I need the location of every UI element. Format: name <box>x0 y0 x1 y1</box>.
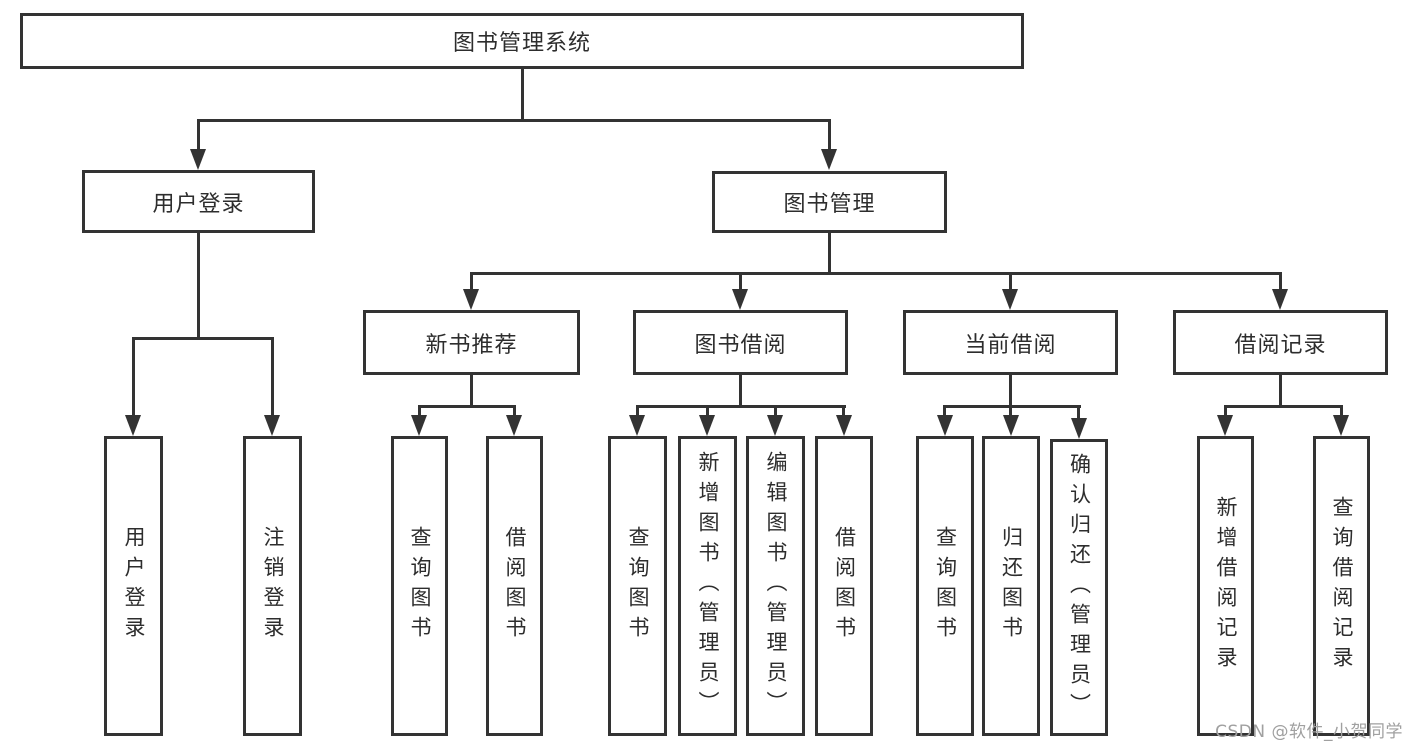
arrow-down-icon <box>629 415 645 436</box>
node-edit-book-admin: 编辑图书（管理员） <box>746 436 805 736</box>
node-query-borrow-record: 查询借阅记录 <box>1313 436 1370 736</box>
node-current-borrow: 当前借阅 <box>903 310 1118 375</box>
node-logout: 注销登录 <box>243 436 302 736</box>
connector-stem <box>1279 272 1282 291</box>
connector-stem <box>1009 405 1012 417</box>
arrow-down-icon <box>767 415 783 436</box>
connector-recommend-trunk <box>470 375 473 407</box>
connector-stem <box>1077 405 1080 420</box>
node-add-book-admin: 新增图书（管理员） <box>678 436 737 736</box>
connector-stem <box>513 405 516 417</box>
node-current-query-book: 查询图书 <box>916 436 974 736</box>
node-new-book-recommend: 新书推荐 <box>363 310 580 375</box>
connector-stem <box>774 405 777 417</box>
node-add-borrow-record: 新增借阅记录 <box>1197 436 1254 736</box>
connector-stem <box>706 405 709 417</box>
connector-level2-bar <box>470 272 1282 275</box>
connector-stem <box>197 119 200 151</box>
node-confirm-return-admin: 确认归还（管理员） <box>1050 439 1108 736</box>
arrow-down-icon <box>699 415 715 436</box>
connector-book-borrow-trunk <box>739 375 742 407</box>
arrow-down-icon <box>411 415 427 436</box>
arrow-down-icon <box>506 415 522 436</box>
node-book-management: 图书管理 <box>712 171 947 233</box>
connector-level1-bar <box>197 119 831 122</box>
watermark-text: CSDN @软件_小贺同学 <box>1215 722 1403 742</box>
arrow-down-icon <box>463 289 479 310</box>
connector-current-borrow-bar <box>943 405 1081 408</box>
arrow-down-icon <box>1002 289 1018 310</box>
arrow-down-icon <box>1272 289 1288 310</box>
arrow-down-icon <box>190 149 206 170</box>
connector-root-trunk <box>521 69 524 121</box>
arrow-down-icon <box>264 415 280 436</box>
connector-stem <box>828 119 831 151</box>
arrow-down-icon <box>1071 418 1087 439</box>
connector-stem <box>636 405 639 417</box>
arrow-down-icon <box>821 149 837 170</box>
connector-current-borrow-trunk <box>1009 375 1012 407</box>
connector-borrow-record-bar <box>1224 405 1343 408</box>
arrow-down-icon <box>836 415 852 436</box>
node-user-login: 用户登录 <box>104 436 163 736</box>
node-recommend-borrow-book: 借阅图书 <box>486 436 543 736</box>
connector-stem <box>739 272 742 291</box>
node-borrow-record: 借阅记录 <box>1173 310 1388 375</box>
connector-stem <box>842 405 845 417</box>
connector-borrow-record-trunk <box>1279 375 1282 407</box>
connector-stem <box>1340 405 1343 417</box>
node-return-book: 归还图书 <box>982 436 1040 736</box>
connector-recommend-bar <box>418 405 516 408</box>
connector-stem <box>132 337 135 417</box>
node-book-borrow: 图书借阅 <box>633 310 848 375</box>
arrow-down-icon <box>125 415 141 436</box>
connector-user-login-bar <box>132 337 274 340</box>
arrow-down-icon <box>732 289 748 310</box>
connector-book-borrow-bar <box>636 405 846 408</box>
node-library-system: 图书管理系统 <box>20 13 1024 69</box>
connector-user-login-trunk <box>197 233 200 340</box>
node-borrow-borrow-book: 借阅图书 <box>815 436 873 736</box>
connector-stem <box>1224 405 1227 417</box>
connector-stem <box>418 405 421 417</box>
connector-stem <box>1009 272 1012 291</box>
node-recommend-query-book: 查询图书 <box>391 436 448 736</box>
connector-stem <box>271 337 274 417</box>
node-user-login-group: 用户登录 <box>82 170 315 233</box>
connector-stem <box>943 405 946 417</box>
arrow-down-icon <box>1333 415 1349 436</box>
node-borrow-query-book: 查询图书 <box>608 436 667 736</box>
connector-book-mgmt-trunk <box>828 233 831 274</box>
arrow-down-icon <box>1217 415 1233 436</box>
connector-stem <box>470 272 473 291</box>
arrow-down-icon <box>1003 415 1019 436</box>
arrow-down-icon <box>937 415 953 436</box>
